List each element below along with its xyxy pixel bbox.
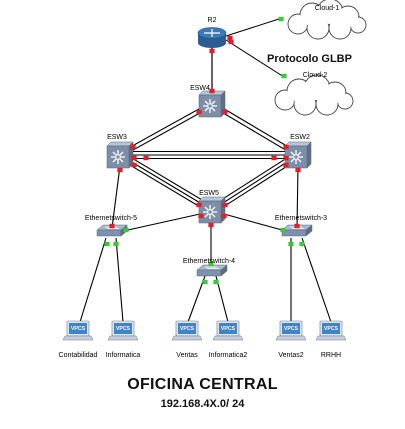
port-down-indicator [198, 213, 204, 219]
port-down-indicator [196, 202, 202, 208]
cable-esw5-eth3 [223, 213, 283, 231]
port-down-indicator [227, 35, 233, 41]
esw3-multilayer-switch-icon[interactable] [106, 141, 134, 169]
port-down-indicator [109, 223, 115, 229]
ethernetswitch-4-icon[interactable] [196, 264, 228, 277]
vpcs-rrhh-icon[interactable]: VPCS [315, 320, 347, 341]
port-down-indicator [294, 223, 300, 229]
label-informatica: Informatica [106, 352, 141, 359]
trunk-cable [121, 151, 215, 208]
label-r2: R2 [208, 17, 217, 24]
esw2-multilayer-switch-icon[interactable] [284, 141, 312, 169]
port-up-indicator [208, 261, 214, 267]
nodes-layer: VPCS VPCS VPCS VPCS VPCS VPCS [62, 0, 367, 341]
label-ventas2: Ventas2 [278, 352, 303, 359]
vpcs-badge: VPCS [180, 326, 195, 332]
port-down-indicator [209, 48, 215, 54]
vpcs-contabilidad-icon[interactable]: VPCS [62, 320, 94, 341]
cable-esw2-eth3 [296, 165, 299, 229]
protocol-label: Protocolo GLBP [267, 53, 352, 65]
vpcs-badge: VPCS [71, 326, 86, 332]
ethernetswitch-3-icon[interactable] [281, 224, 313, 237]
esw4-multilayer-switch-icon[interactable] [198, 90, 226, 118]
port-down-indicator [222, 109, 228, 115]
ethernetswitch-5-icon[interactable] [96, 224, 128, 237]
label-rrhh: RRHH [321, 352, 341, 359]
label-esw5: ESW5 [199, 190, 219, 197]
vpcs-badge: VPCS [284, 326, 299, 332]
port-up-indicator [299, 241, 305, 247]
vpcs-ventas2-icon[interactable]: VPCS [275, 320, 307, 341]
router-r2-icon[interactable] [197, 27, 227, 49]
cable-esw5-eth5 [127, 213, 201, 231]
label-ethernetswitch-5: Ethernetswitch-5 [85, 215, 137, 222]
vpcs-ventas-icon[interactable]: VPCS [171, 320, 203, 341]
cloud-2-icon [274, 74, 354, 116]
cable-eth5-contabilidad [79, 237, 107, 323]
port-up-indicator [113, 241, 119, 247]
cable-eth5-informatica [115, 237, 124, 323]
label-esw3: ESW3 [107, 134, 127, 141]
cable-eth4-ventas [187, 275, 206, 323]
port-up-indicator [280, 227, 286, 233]
network-address: 192.168.4X.0/ 24 [160, 398, 245, 410]
port-up-indicator [213, 279, 219, 285]
cable-esw3-eth5 [111, 165, 121, 229]
port-up-indicator [123, 227, 129, 233]
port-up-indicator [202, 279, 208, 285]
port-down-indicator [196, 109, 202, 115]
port-down-indicator [131, 155, 137, 161]
port-down-indicator [222, 202, 228, 208]
port-up-indicator [278, 16, 284, 22]
esw5-multilayer-switch-icon[interactable] [198, 196, 226, 224]
trunk-cable [118, 101, 212, 154]
ports-layer [104, 16, 305, 285]
trunk-cable [120, 105, 214, 158]
cable-r2-cloud2 [225, 39, 285, 78]
label-ethernetswitch-3: Ethernetswitch-3 [275, 215, 327, 222]
label-cloud-1: Cloud-1 [315, 5, 340, 12]
label-contabilidad: Contabilidad [59, 352, 98, 359]
vpcs-badge: VPCS [324, 326, 339, 332]
port-down-indicator [295, 167, 301, 173]
label-esw2: ESW2 [290, 134, 310, 141]
port-down-indicator [143, 155, 149, 161]
port-down-indicator [209, 88, 215, 94]
vpcs-informatica-icon[interactable]: VPCS [107, 320, 139, 341]
port-up-indicator [288, 241, 294, 247]
label-esw4: ESW4 [190, 85, 210, 92]
port-up-indicator [281, 73, 287, 79]
port-down-indicator [228, 39, 234, 45]
port-down-indicator [283, 162, 289, 168]
label-ventas: Ventas [176, 352, 198, 359]
cable-r2-cloud1 [225, 17, 283, 37]
cloud-1-icon [287, 0, 367, 40]
vpcs-informatica2-icon[interactable]: VPCS [212, 320, 244, 341]
cable-eth3-rrhh [301, 237, 332, 323]
port-down-indicator [283, 155, 289, 161]
port-down-indicator [117, 167, 123, 173]
port-down-indicator [283, 144, 289, 150]
page-title: OFICINA CENTRAL [127, 376, 278, 393]
port-down-indicator [208, 222, 214, 228]
trunk-cable [210, 105, 298, 158]
port-down-indicator [271, 155, 277, 161]
vpcs-badge: VPCS [221, 326, 236, 332]
port-down-indicator [130, 144, 136, 150]
label-informatica2: Informatica2 [209, 352, 248, 359]
port-down-indicator [221, 213, 227, 219]
label-cloud-2: Cloud-2 [303, 72, 328, 79]
port-down-indicator [131, 162, 137, 168]
label-ethernetswitch-4: Ethernetswitch-4 [183, 258, 235, 265]
vpcs-badge: VPCS [116, 326, 131, 332]
port-up-indicator [104, 241, 110, 247]
